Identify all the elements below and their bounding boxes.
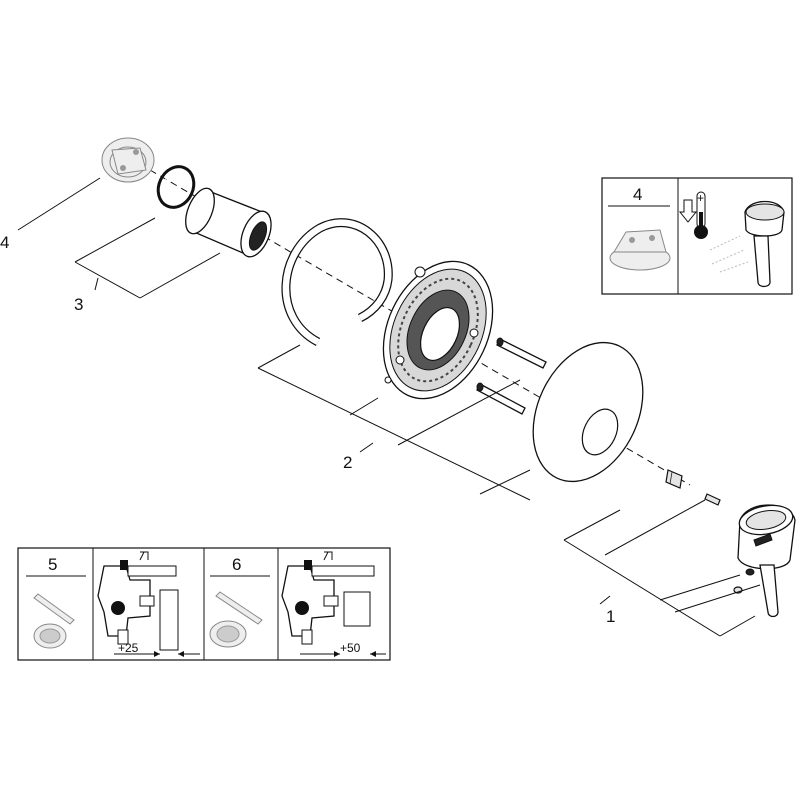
extension-rod-icon	[209, 591, 263, 648]
lever-handle-icon	[709, 200, 785, 288]
info-box-5-6: 5 +25 6	[17, 547, 391, 661]
info-box-4: 4 +	[601, 177, 793, 295]
mounting-plate-part	[382, 260, 494, 400]
info-box-5-number: 5	[48, 555, 57, 574]
thermometer-icon: +	[694, 191, 708, 239]
sleeve-part	[185, 187, 272, 258]
adapter-nut-part	[665, 469, 683, 489]
cartridge-part	[101, 137, 155, 183]
valve-body-icon	[97, 551, 179, 651]
bracket-1	[563, 499, 761, 637]
grub-screw-part	[704, 493, 721, 506]
set-screw-small	[733, 568, 755, 594]
bracket-2	[257, 344, 531, 501]
info-box-5-dimension: +25	[118, 641, 139, 655]
lever-handle-part	[737, 504, 796, 618]
clip-ring-part	[281, 218, 393, 346]
info-box-6-number: 6	[232, 555, 241, 574]
screw-upper	[496, 337, 547, 369]
cartridge-icon	[609, 229, 671, 271]
callout-1: 1	[606, 607, 615, 626]
o-ring-part	[156, 165, 196, 209]
thermometer-plus-sign: +	[697, 191, 704, 205]
info-box-6-dimension: +50	[340, 641, 361, 655]
screw-lower	[476, 382, 526, 415]
leader-4	[17, 177, 101, 231]
info-box-4-number: 4	[633, 185, 642, 204]
callout-4: 4	[0, 233, 9, 252]
arrow-down-icon	[678, 199, 698, 223]
valve-body-icon	[281, 551, 375, 645]
cover-plate-part	[532, 341, 644, 483]
bracket-3	[74, 217, 221, 299]
extension-rod-icon	[33, 593, 75, 649]
callout-3: 3	[74, 295, 83, 314]
callout-2: 2	[343, 453, 352, 472]
